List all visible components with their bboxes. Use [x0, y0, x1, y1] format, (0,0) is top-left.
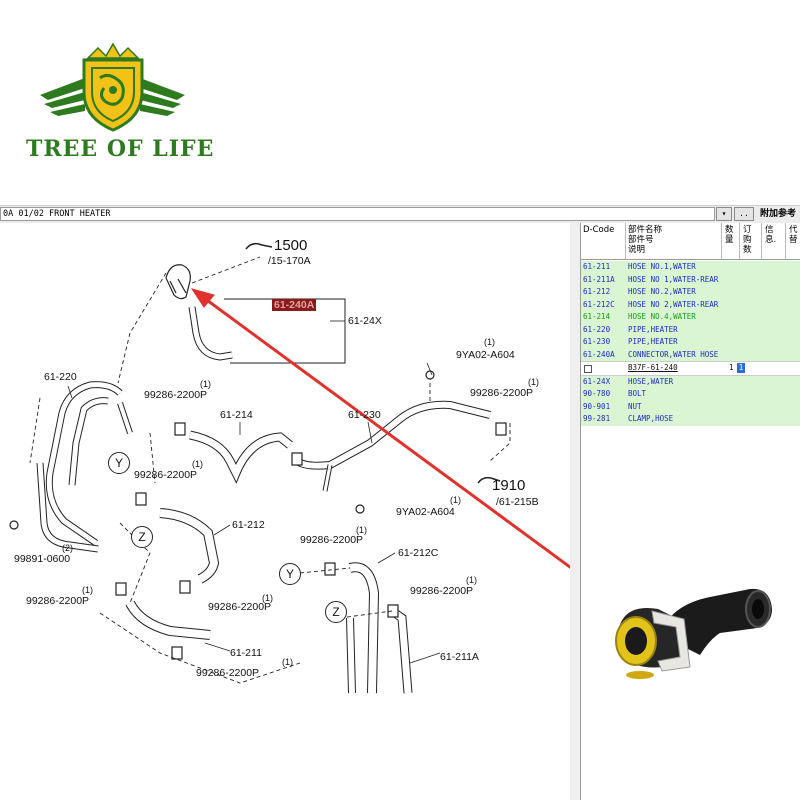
part-61-211a-label[interactable]: 61-211A: [440, 651, 479, 663]
extra-reference-label[interactable]: 附加参考: [760, 209, 797, 219]
callout-z-left: Z: [131, 526, 153, 548]
part-61-211-label[interactable]: 61-211: [230, 647, 262, 659]
qty-99286-h-label: (1): [282, 657, 293, 667]
header-dcode[interactable]: D-Code: [583, 225, 615, 235]
qty-9ya02-top-label: (1): [484, 337, 495, 347]
ref-1500-sub-label: /15-170A: [268, 255, 311, 267]
parts-list-header: D-Code 部件名称 部件号 说明 数 量 订 购 数 信 息. 代 替: [581, 223, 800, 260]
brand-logo: TREE OF LIFE: [0, 0, 230, 180]
part-9ya02-top-label[interactable]: 9YA02-A604: [456, 349, 515, 361]
part-99286-e-label[interactable]: 99286-2200P: [26, 595, 90, 607]
more-options-button[interactable]: ..: [734, 207, 754, 221]
row-checkbox[interactable]: [584, 365, 592, 373]
qty-99286-c-label: (1): [192, 459, 203, 469]
header-part-name[interactable]: 部件名称 部件号 说明: [628, 225, 663, 255]
hose-schematic: [9, 242, 570, 694]
part-9ya02-bot-label[interactable]: 9YA02-A604: [396, 506, 455, 518]
brand-name: TREE OF LIFE: [26, 136, 215, 162]
section-title-field[interactable]: 0A 01/02 FRONT HEATER: [0, 207, 715, 221]
ref-1910-label: 1910: [492, 477, 526, 494]
part-99286-a-label[interactable]: 99286-2200P: [144, 389, 208, 401]
callout-z-right: Z: [325, 601, 347, 623]
part-99286-b-label[interactable]: 99286-2200P: [470, 387, 534, 399]
section-dropdown-button[interactable]: ▾: [716, 207, 732, 221]
ref-1910-sub-label: /61-215B: [496, 496, 539, 508]
part-99286-g-label[interactable]: 99286-2200P: [208, 601, 272, 613]
part-61-214-label[interactable]: 61-214: [220, 409, 253, 421]
parts-diagram: 1500 /15-170A 61-240A 61-24X 61-220 (1) …: [0, 223, 571, 800]
part-61-212-label[interactable]: 61-212: [232, 519, 265, 531]
header-order-qty[interactable]: 订 购 数: [743, 225, 752, 255]
water-hose-connector-icon: [600, 575, 800, 685]
callout-y-left: Y: [108, 452, 130, 474]
part-99286-c-label[interactable]: 99286-2200P: [134, 469, 198, 481]
qty-99286-a-label: (1): [200, 379, 211, 389]
qty-99286-d-label: (1): [356, 525, 367, 535]
part-99286-f-label[interactable]: 99286-2200P: [410, 585, 474, 597]
qty-99286-e-label: (1): [82, 585, 93, 595]
part-61-212c-label[interactable]: 61-212C: [398, 547, 439, 559]
part-99891-label[interactable]: 99891-0600: [14, 553, 71, 565]
pane-splitter[interactable]: [570, 223, 581, 800]
ref-1500-label: 1500: [274, 237, 308, 254]
qty-99286-b-label: (1): [528, 377, 539, 387]
part-99286-d-label[interactable]: 99286-2200P: [300, 534, 364, 546]
part-number-detail-row[interactable]: B37F-61-240 1 1: [581, 361, 800, 376]
qty-9ya02-bot-label: (1): [450, 495, 461, 505]
header-substitute[interactable]: 代 替: [789, 225, 798, 245]
qty-99286-f-label: (1): [466, 575, 477, 585]
header-info[interactable]: 信 息.: [765, 225, 777, 245]
qty-99891-label: (2): [62, 543, 73, 553]
quantity-value: 1: [729, 363, 734, 372]
part-99286-h-label[interactable]: 99286-2200P: [196, 667, 260, 679]
qty-99286-g-label: (1): [262, 593, 273, 603]
part-61-24x-label[interactable]: 61-24X: [348, 315, 382, 327]
highlighted-part-label[interactable]: 61-240A: [272, 299, 317, 311]
catalog-toolbar: 0A 01/02 FRONT HEATER ▾ .. 附加参考: [0, 205, 800, 224]
callout-y-right: Y: [279, 563, 301, 585]
shield-logo-icon: [40, 42, 185, 132]
part-number: B37F-61-240: [628, 363, 678, 372]
order-quantity-input[interactable]: 1: [737, 363, 745, 373]
part-61-220-label[interactable]: 61-220: [44, 371, 77, 383]
header-qty[interactable]: 数 量: [725, 225, 734, 245]
part-61-230-label[interactable]: 61-230: [348, 409, 381, 421]
